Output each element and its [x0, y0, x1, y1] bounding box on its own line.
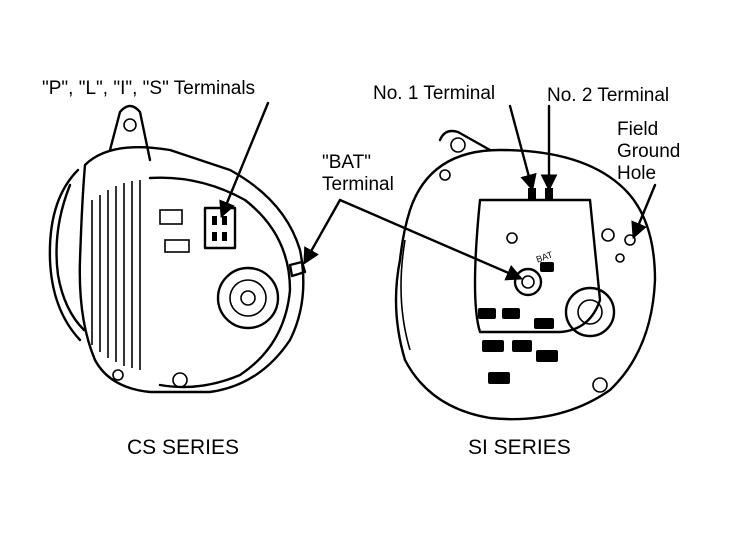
field-ground-hole-label-line2: Ground: [617, 141, 681, 162]
no1-terminal-label: No. 1 Terminal: [373, 83, 496, 104]
leader-lines: [219, 101, 657, 281]
pl-is-terminals-label: "P", "L", "I", "S" Terminals: [42, 78, 256, 99]
no2-terminal-label: No. 2 Terminal: [547, 85, 670, 106]
bat-terminal-label-line1: "BAT": [322, 152, 372, 173]
field-ground-hole-label-line3: Hole: [617, 163, 657, 184]
cs-series-alternator: [48, 104, 307, 394]
bat-terminal-label-line2: Terminal: [322, 174, 394, 195]
si-series-caption: SI SERIES: [468, 436, 571, 459]
si-series-alternator: [394, 129, 657, 421]
field-ground-hole-label-line1: Field: [617, 119, 659, 140]
cs-series-caption: CS SERIES: [127, 436, 240, 459]
